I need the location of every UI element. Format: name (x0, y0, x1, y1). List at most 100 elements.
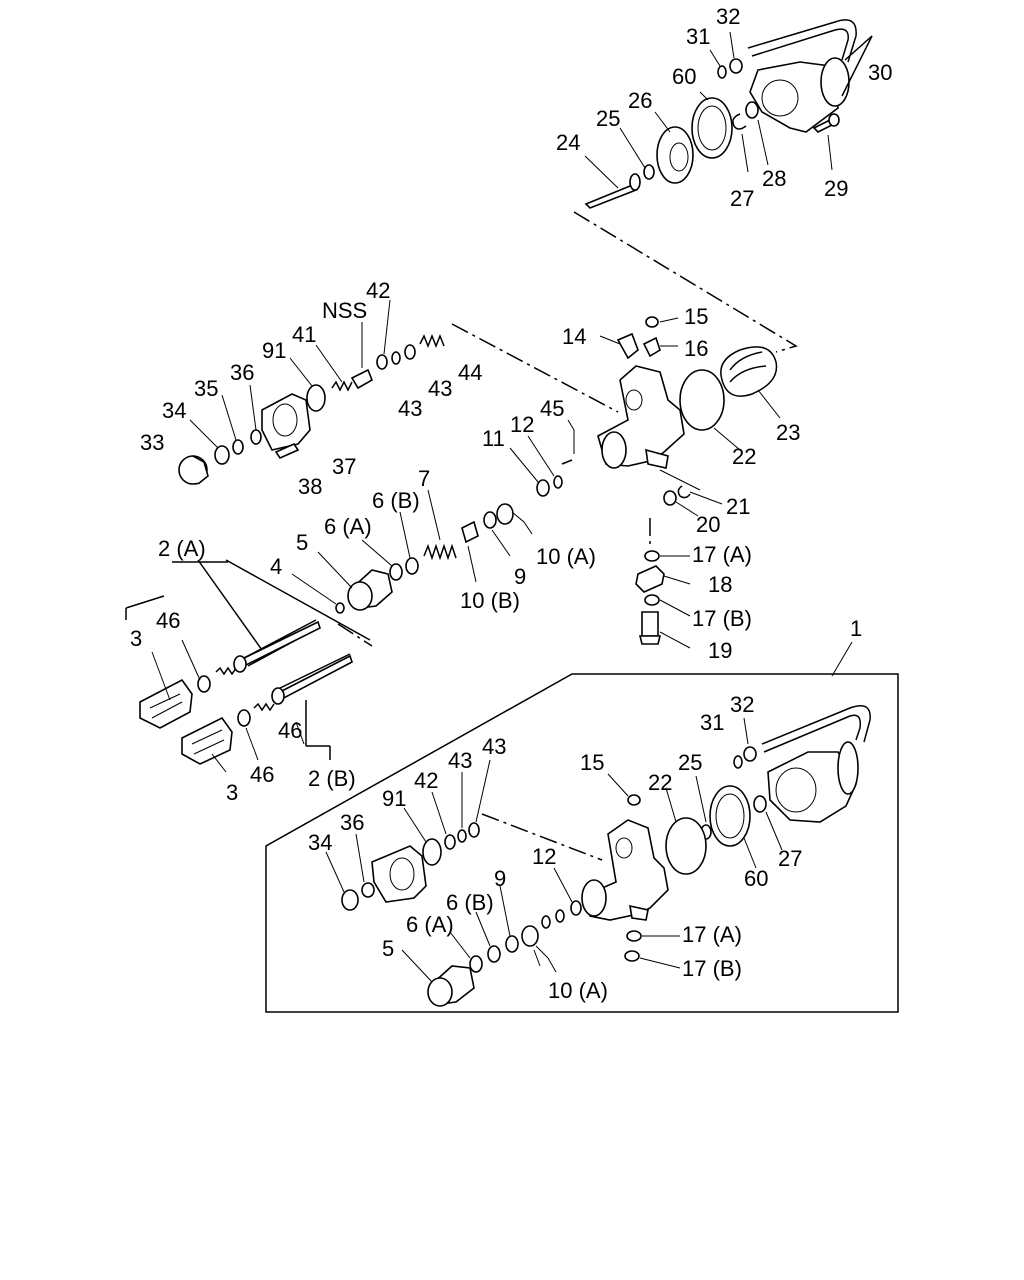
box-label-27: 27 (778, 846, 802, 871)
label-28: 28 (762, 166, 786, 191)
part-32 (729, 58, 743, 74)
part-3-clevis-b (181, 716, 233, 765)
box-label-6a: 6 (A) (406, 912, 454, 937)
box-label-43-a: 43 (448, 748, 472, 773)
label-6a: 6 (A) (324, 514, 372, 539)
box-label-15: 15 (580, 750, 604, 775)
label-10b: 10 (B) (460, 588, 520, 613)
box-part-43-b (468, 822, 480, 838)
part-43-a (391, 351, 401, 365)
part-19-bolt (641, 611, 659, 637)
box-part-6b (487, 945, 501, 963)
part-2a-rod (238, 620, 321, 668)
box-part-22 (665, 817, 707, 875)
labels: 32 31 30 26 60 25 24 27 28 29 NSS 42 41 … (130, 4, 892, 1003)
label-27: 27 (730, 186, 754, 211)
label-46-upper: 46 (156, 608, 180, 633)
box-label-43-b: 43 (482, 734, 506, 759)
label-44: 44 (458, 360, 482, 385)
label-31: 31 (686, 24, 710, 49)
box-label-25: 25 (678, 750, 702, 775)
label-17a: 17 (A) (692, 542, 752, 567)
label-22: 22 (732, 444, 756, 469)
part-41-spring (331, 380, 353, 392)
part-28-nut (745, 101, 759, 119)
label-3-upper: 3 (130, 626, 142, 651)
part-17a-washer (644, 550, 660, 562)
label-42: 42 (366, 278, 390, 303)
box-label-60: 60 (744, 866, 768, 891)
box-part-32 (743, 746, 757, 762)
label-30: 30 (868, 60, 892, 85)
label-24: 24 (556, 130, 580, 155)
part-27-clip (732, 113, 747, 130)
box-part-30-housing (767, 751, 857, 823)
label-9: 9 (514, 564, 526, 589)
part-46-nut-b (237, 709, 251, 727)
label-43-lower: 43 (398, 396, 422, 421)
part-6a-ring (389, 563, 403, 581)
box-label-6b: 6 (B) (446, 890, 494, 915)
box-part-42 (444, 834, 456, 850)
label-15: 15 (684, 304, 708, 329)
box-label-91: 91 (382, 786, 406, 811)
label-35: 35 (194, 376, 218, 401)
label-12: 12 (510, 412, 534, 437)
booster-group (573, 19, 873, 353)
part-18-union (635, 565, 665, 593)
box-part-17b (624, 950, 640, 962)
label-21: 21 (726, 494, 750, 519)
label-29: 29 (824, 176, 848, 201)
label-7: 7 (418, 466, 430, 491)
box-part-10a (521, 925, 539, 947)
box-part-36 (361, 882, 375, 898)
part-10a-seal (496, 503, 514, 525)
box-label-31: 31 (700, 710, 724, 735)
label-43-upper: 43 (428, 376, 452, 401)
part-38-bolt (274, 442, 300, 460)
part-21-clip (677, 485, 691, 499)
label-16: 16 (684, 336, 708, 361)
box-part-27 (753, 795, 767, 813)
label-46-right: 46 (278, 718, 302, 743)
part-nss (350, 368, 374, 390)
part-17b-washer (644, 594, 660, 606)
box-label-42: 42 (414, 768, 438, 793)
part-91-oring (306, 384, 326, 412)
box-part-91 (422, 838, 442, 866)
part-10b-cup (461, 520, 479, 544)
label-37: 37 (332, 454, 356, 479)
label-1: 1 (850, 616, 862, 641)
label-18: 18 (708, 572, 732, 597)
box-label-22: 22 (648, 770, 672, 795)
part-24-rod (584, 185, 638, 209)
box-part-37-cover (371, 845, 427, 903)
part-44-spring (419, 333, 445, 349)
label-4: 4 (270, 554, 282, 579)
part-45-pin (561, 459, 573, 465)
box-label-5: 5 (382, 936, 394, 961)
label-41: 41 (292, 322, 316, 347)
label-nss: NSS (322, 298, 367, 323)
label-14: 14 (562, 324, 586, 349)
part-20-nut (663, 490, 677, 506)
box-label-9: 9 (494, 866, 506, 891)
part-16-nipple (642, 336, 661, 358)
pushrod-group (125, 559, 373, 773)
box-label-10a: 10 (A) (548, 978, 608, 1003)
part-22-oring (679, 369, 725, 431)
label-3-lower: 3 (226, 780, 238, 805)
part-14-bleeder (616, 332, 639, 360)
label-2b: 2 (B) (308, 766, 356, 791)
box-label-34: 34 (308, 830, 332, 855)
label-60: 60 (672, 64, 696, 89)
label-38: 38 (298, 474, 322, 499)
part-7-spring (423, 543, 457, 561)
part-12-clip (553, 475, 563, 489)
assembly-box (265, 641, 899, 1013)
label-17b: 17 (B) (692, 606, 752, 631)
box-label-17a: 17 (A) (682, 922, 742, 947)
label-19: 19 (708, 638, 732, 663)
label-11: 11 (482, 426, 505, 451)
